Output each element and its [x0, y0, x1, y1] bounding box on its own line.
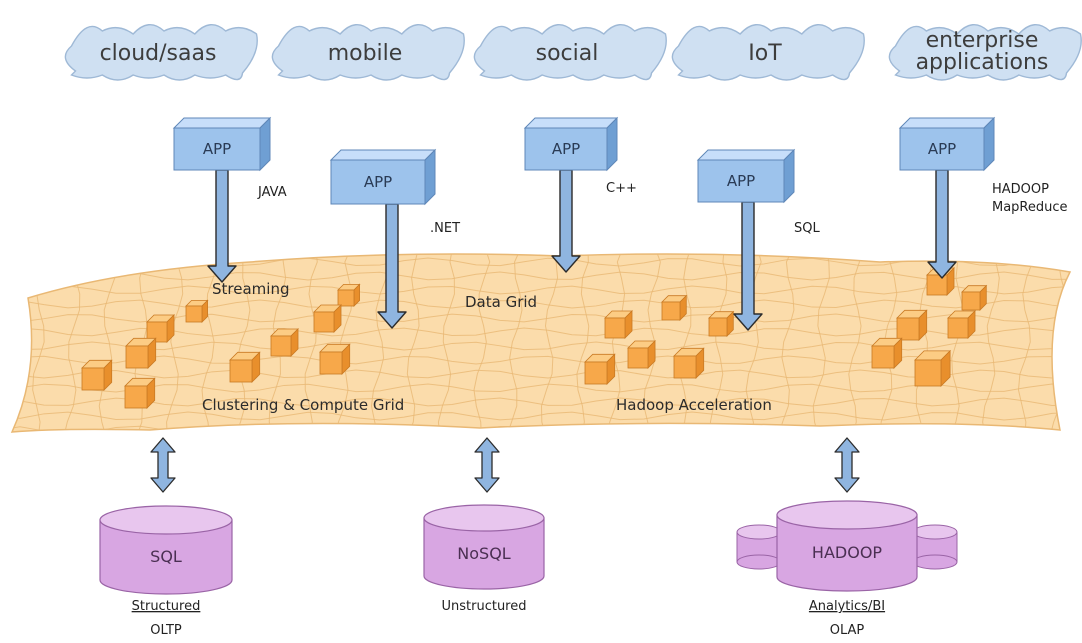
bidirectional-arrow — [834, 437, 860, 493]
app-label: APP — [727, 172, 755, 190]
data-cubes — [81, 267, 988, 409]
app-box — [899, 127, 985, 171]
store-caption: Structured — [132, 599, 201, 614]
data-cube — [947, 310, 976, 339]
cloud-shape — [271, 24, 465, 81]
cloud-label: IoT — [748, 41, 782, 66]
app-language-label: .NET — [430, 221, 460, 236]
cloud-shape — [473, 24, 667, 81]
store-caption: Unstructured — [441, 599, 526, 614]
store-subcaption: OLTP — [150, 623, 182, 638]
down-arrow — [551, 169, 581, 273]
app-language-label: JAVA — [257, 185, 287, 200]
cloud-4: IoT — [671, 24, 865, 81]
down-arrow — [733, 201, 763, 331]
hadoop-acceleration-label: Hadoop Acceleration — [616, 396, 772, 414]
bidirectional-arrow — [474, 437, 500, 493]
data-cube — [81, 359, 113, 391]
database-label: HADOOP — [812, 543, 882, 562]
data-cube — [604, 310, 633, 339]
app-label: APP — [364, 173, 392, 191]
data-cube — [146, 314, 175, 343]
app-box — [524, 127, 608, 171]
cloud-2: mobile — [271, 24, 465, 81]
app-box — [697, 159, 785, 203]
data-cube — [627, 340, 656, 369]
cloud-label: cloud/saas — [100, 41, 217, 66]
down-arrow — [207, 169, 237, 283]
clustering-label: Clustering & Compute Grid — [202, 396, 404, 414]
data-grid-plane — [10, 253, 1072, 433]
data-cube — [313, 304, 342, 333]
cloud-shape — [64, 24, 258, 81]
data-cube — [914, 349, 952, 387]
app-box — [173, 127, 261, 171]
data-cube — [229, 351, 261, 383]
store-2: NoSQL Unstructured — [423, 437, 545, 614]
cloud-shape — [671, 24, 865, 81]
down-arrow — [377, 203, 407, 329]
data-cube — [125, 337, 157, 369]
store-caption: Analytics/BI — [809, 599, 885, 614]
data-cube — [337, 283, 361, 307]
data-cube — [871, 337, 903, 369]
data-grid-label: Data Grid — [465, 293, 537, 311]
database-cylinder — [776, 514, 918, 592]
app-1: APP JAVA — [172, 116, 287, 283]
app-4: APP SQL — [696, 148, 820, 331]
data-cube — [708, 310, 735, 337]
database-label: SQL — [150, 547, 182, 566]
cloud-shape — [888, 24, 1082, 81]
database-cylinder — [423, 517, 545, 590]
data-cube — [584, 353, 616, 385]
cloud-3: social — [473, 24, 667, 81]
store-3: HADOOP Analytics/BI OLAP — [736, 437, 958, 638]
data-cube — [673, 347, 705, 379]
app-language-label: C++ — [606, 181, 637, 196]
cloud-1: cloud/saas — [64, 24, 258, 81]
data-cube — [124, 377, 156, 409]
app-label: APP — [203, 140, 231, 158]
store-subcaption: OLAP — [830, 623, 865, 638]
database-label: NoSQL — [457, 544, 511, 563]
database-cylinder — [99, 519, 233, 595]
bidirectional-arrow — [150, 437, 176, 493]
cloud-label: social — [536, 41, 599, 66]
data-cube — [319, 343, 351, 375]
data-cube — [661, 294, 688, 321]
app-3: APP C++ — [523, 116, 637, 273]
app-label: APP — [928, 140, 956, 158]
app-2: APP .NET — [329, 148, 460, 329]
app-label: APP — [552, 140, 580, 158]
data-cube — [270, 328, 299, 357]
data-cube — [896, 309, 928, 341]
down-arrow — [927, 169, 957, 279]
app-box — [330, 159, 426, 205]
cloud-label: mobile — [328, 41, 403, 66]
streaming-label: Streaming — [212, 280, 289, 298]
app-language-label: SQL — [794, 221, 820, 236]
data-cube — [185, 299, 209, 323]
data-cube — [926, 267, 955, 296]
data-cube — [961, 284, 988, 311]
